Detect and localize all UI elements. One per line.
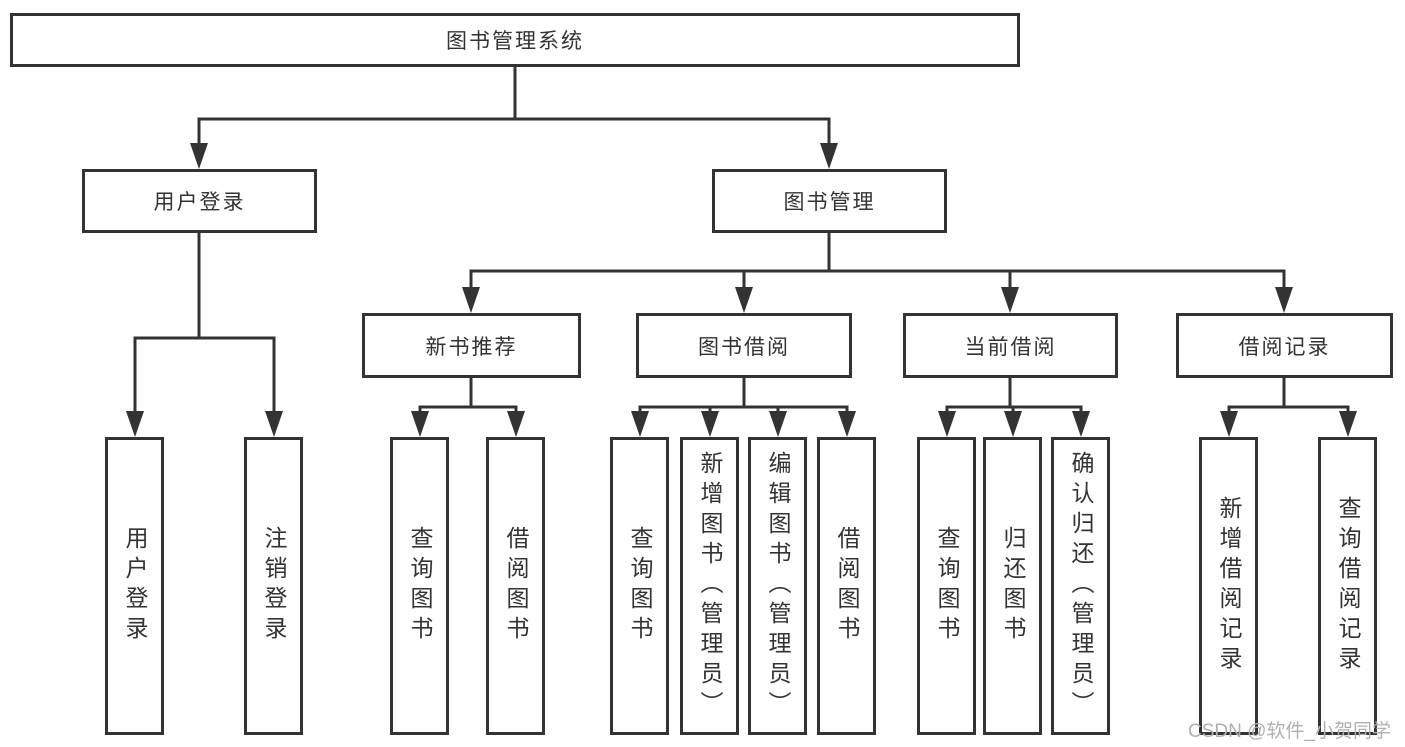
- leaf-edit-book-admin-label: 编辑图书（管理员）: [765, 451, 791, 721]
- leaf-query-books-recommend: 查询图书: [390, 437, 449, 735]
- node-current-borrowing-label: 当前借阅: [964, 335, 1057, 359]
- leaf-query-borrow-record-label: 查询借阅记录: [1335, 496, 1361, 676]
- leaf-user-login: 用户登录: [105, 437, 164, 735]
- node-new-book-recommendation-label: 新书推荐: [425, 335, 518, 359]
- node-user-login: 用户登录: [82, 169, 317, 233]
- leaf-query-books-borrowing-label: 查询图书: [627, 526, 653, 646]
- node-book-management: 图书管理: [712, 169, 947, 233]
- leaf-user-login-label: 用户登录: [122, 526, 148, 646]
- leaf-query-books-borrowing: 查询图书: [610, 437, 669, 735]
- leaf-query-books-current-label: 查询图书: [934, 526, 960, 646]
- leaf-query-borrow-record: 查询借阅记录: [1318, 437, 1377, 735]
- node-new-book-recommendation: 新书推荐: [362, 313, 581, 378]
- leaf-add-book-admin: 新增图书（管理员）: [680, 437, 739, 735]
- leaf-add-borrow-record-label: 新增借阅记录: [1216, 496, 1242, 676]
- node-current-borrowing: 当前借阅: [903, 313, 1118, 378]
- leaf-borrow-books-recommend-label: 借阅图书: [503, 526, 529, 646]
- leaf-return-book: 归还图书: [983, 437, 1042, 735]
- leaf-borrow-books-borrowing: 借阅图书: [817, 437, 876, 735]
- node-borrowing-records-label: 借阅记录: [1238, 335, 1331, 359]
- leaf-confirm-return-admin: 确认归还（管理员）: [1051, 437, 1110, 735]
- leaf-return-book-label: 归还图书: [1000, 526, 1026, 646]
- leaf-borrow-books-borrowing-label: 借阅图书: [834, 526, 860, 646]
- node-book-borrowing: 图书借阅: [636, 313, 852, 378]
- leaf-query-books-current: 查询图书: [917, 437, 976, 735]
- node-borrowing-records: 借阅记录: [1176, 313, 1393, 378]
- node-root-label: 图书管理系统: [446, 30, 584, 53]
- node-book-management-label: 图书管理: [783, 191, 876, 214]
- arrowheads: [126, 143, 1357, 437]
- leaf-query-books-recommend-label: 查询图书: [407, 526, 433, 646]
- leaf-borrow-books-recommend: 借阅图书: [486, 437, 545, 735]
- leaf-edit-book-admin: 编辑图书（管理员）: [748, 437, 807, 735]
- leaf-logout-label: 注销登录: [261, 526, 287, 646]
- node-book-borrowing-label: 图书借阅: [698, 335, 790, 359]
- leaf-logout: 注销登录: [244, 437, 303, 735]
- leaf-add-book-admin-label: 新增图书（管理员）: [697, 451, 723, 721]
- watermark-text: CSDN @软件_小贺同学: [1188, 721, 1391, 742]
- leaf-confirm-return-admin-label: 确认归还（管理员）: [1068, 451, 1094, 721]
- node-user-login-label: 用户登录: [153, 191, 246, 214]
- node-root: 图书管理系统: [10, 13, 1020, 67]
- leaf-add-borrow-record: 新增借阅记录: [1199, 437, 1258, 735]
